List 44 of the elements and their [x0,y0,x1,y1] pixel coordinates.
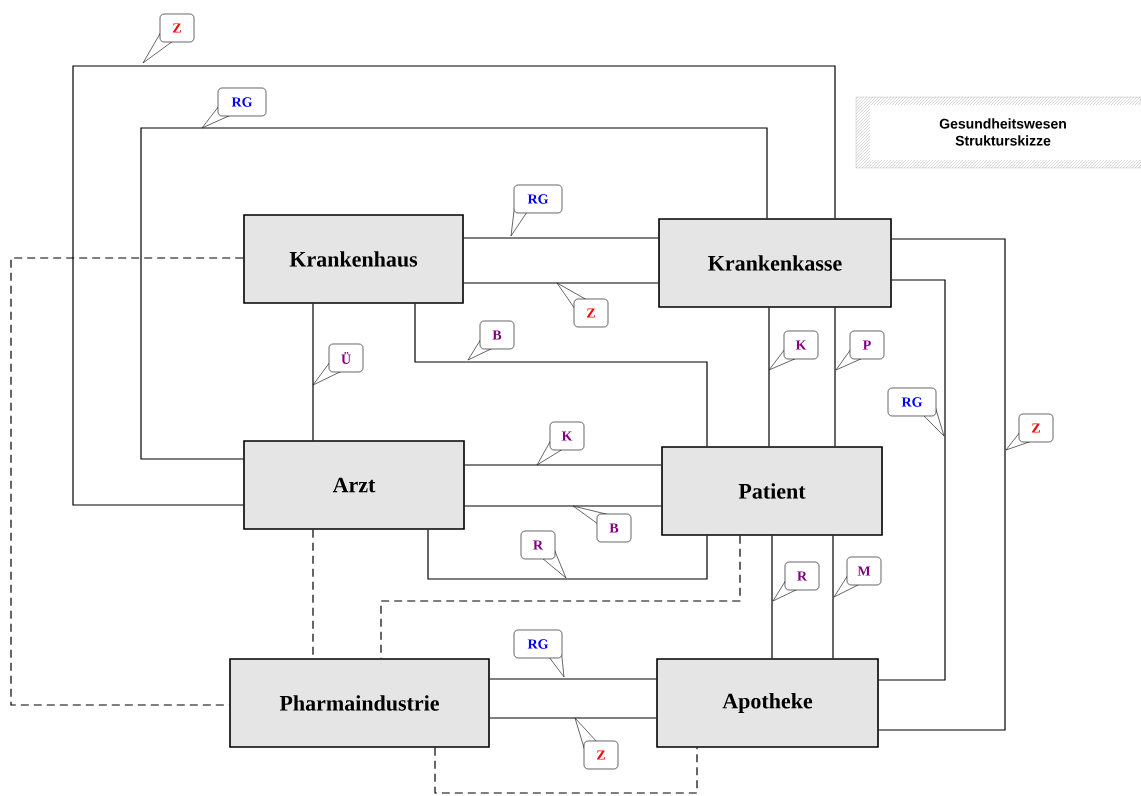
entity-box: Pharmaindustrie [229,658,490,748]
callout-label: R [772,561,820,602]
entity-box: Krankenkasse [658,218,892,308]
connector-line [427,529,708,580]
dashed-line [10,257,244,706]
connector-line [834,307,836,447]
connector-line [464,464,662,466]
callout-label: RG [513,629,565,678]
connector-line [768,307,770,447]
callout-label: K [768,330,819,371]
callout-label: Z [142,13,195,64]
callout-label: B [572,505,632,543]
dashed-line [380,535,741,659]
connector-line [414,303,708,447]
callout-label: Z [574,717,619,770]
connector-line [463,282,659,284]
callout-label: B [467,320,515,361]
entity-box: Apotheke [656,658,879,748]
dashed-line [434,747,698,794]
entity-box: Krankenhaus [243,214,464,304]
callout-label: RG [510,184,563,237]
entity-box: Arzt [243,440,465,530]
connector-line [832,535,834,659]
callout-label: R [520,530,567,579]
callout-label: RG [201,87,267,129]
callout-label: Z [1005,413,1054,451]
callout-label: RG [887,387,945,437]
connector-line [878,238,1006,731]
connector-line [140,127,768,460]
connector-line [771,535,773,659]
callout-label: M [833,556,882,598]
connector-line [312,303,314,441]
entity-box: Patient [661,446,883,536]
callout-label: K [536,421,585,466]
connector-line [464,505,662,507]
callout-label: Ü [312,343,364,386]
connector-line [489,717,657,719]
callout-label: Z [556,282,609,328]
connector-line [878,279,946,681]
connector-line [463,237,659,239]
callout-label: P [835,330,885,371]
title-box: Gesundheitswesen Strukturskizze [855,96,1141,169]
connector-line [72,65,836,506]
connector-line [489,678,657,680]
